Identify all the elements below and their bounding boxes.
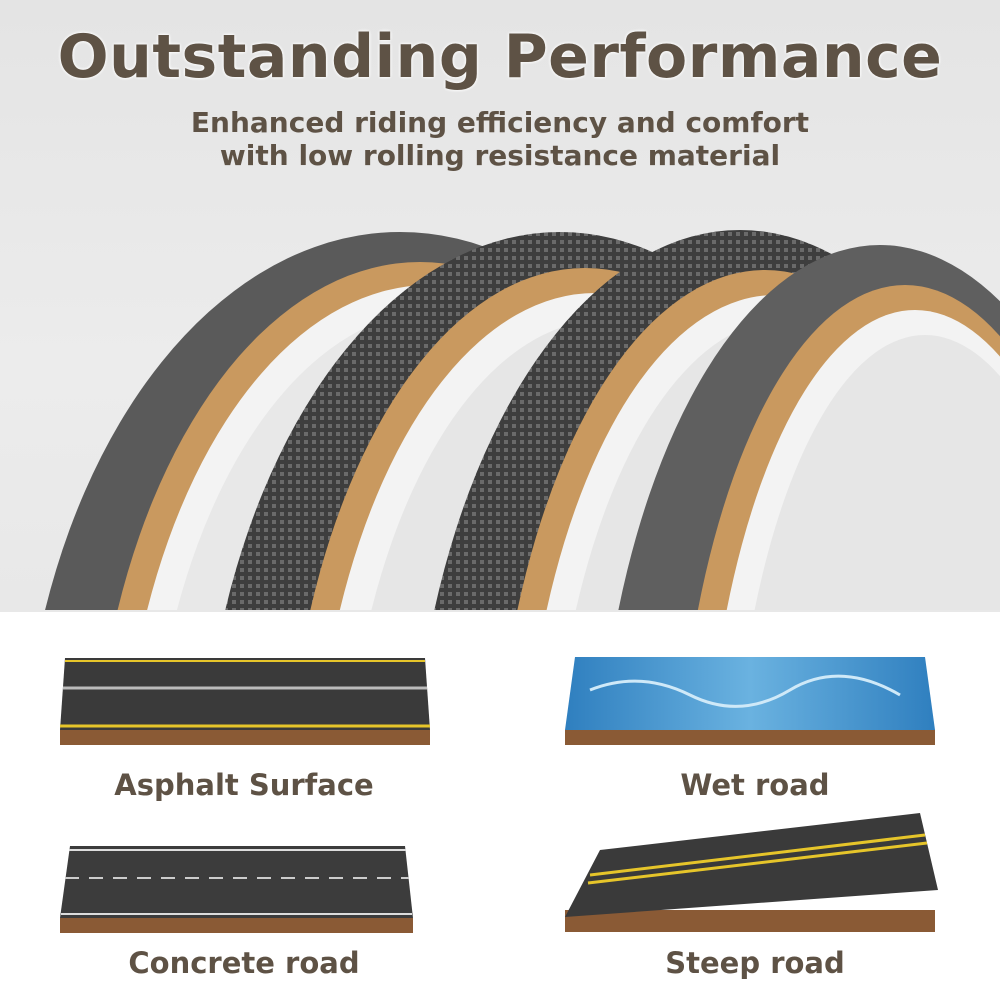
surface-label-concrete: Concrete road (128, 946, 360, 980)
steep-road-slab-icon (565, 813, 938, 932)
concrete-slab-icon (60, 846, 413, 933)
asphalt-slab-icon (60, 658, 430, 745)
subtitle-line-2: with low rolling resistance material (219, 139, 781, 172)
tire-road-touring (618, 245, 1000, 610)
wet-road-slab-icon (565, 657, 935, 745)
surface-label-steep: Steep road (665, 946, 845, 980)
subtitle-line-1: Enhanced riding efficiency and comfort (190, 106, 810, 139)
surface-label-asphalt: Asphalt Surface (114, 768, 374, 802)
page-title: Outstanding Performance (57, 22, 943, 92)
surface-label-wet: Wet road (680, 768, 830, 802)
tire-layer (754, 335, 1000, 610)
tires-illustration (45, 230, 1000, 610)
